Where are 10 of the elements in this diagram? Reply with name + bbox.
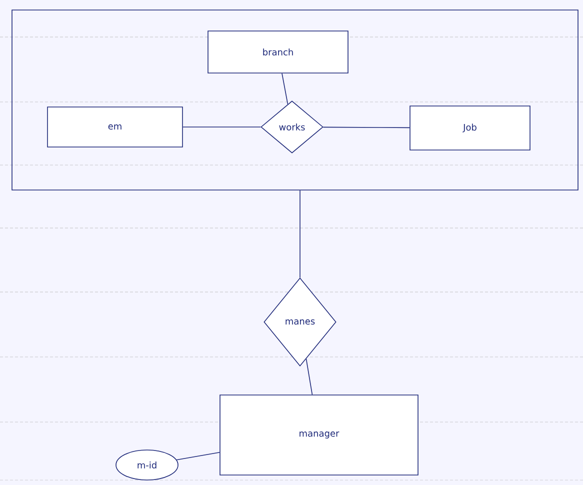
entity-box: branch	[208, 30, 348, 74]
connector-line	[182, 126, 261, 128]
connector-line	[322, 126, 410, 128]
connector-line	[282, 73, 288, 105]
entity-box: em	[47, 106, 183, 148]
connector-line	[176, 452, 220, 460]
connector-line	[306, 358, 313, 395]
aggregation-box	[12, 10, 578, 190]
entity-box: manager	[220, 394, 418, 476]
entity-box: Job	[410, 106, 530, 150]
